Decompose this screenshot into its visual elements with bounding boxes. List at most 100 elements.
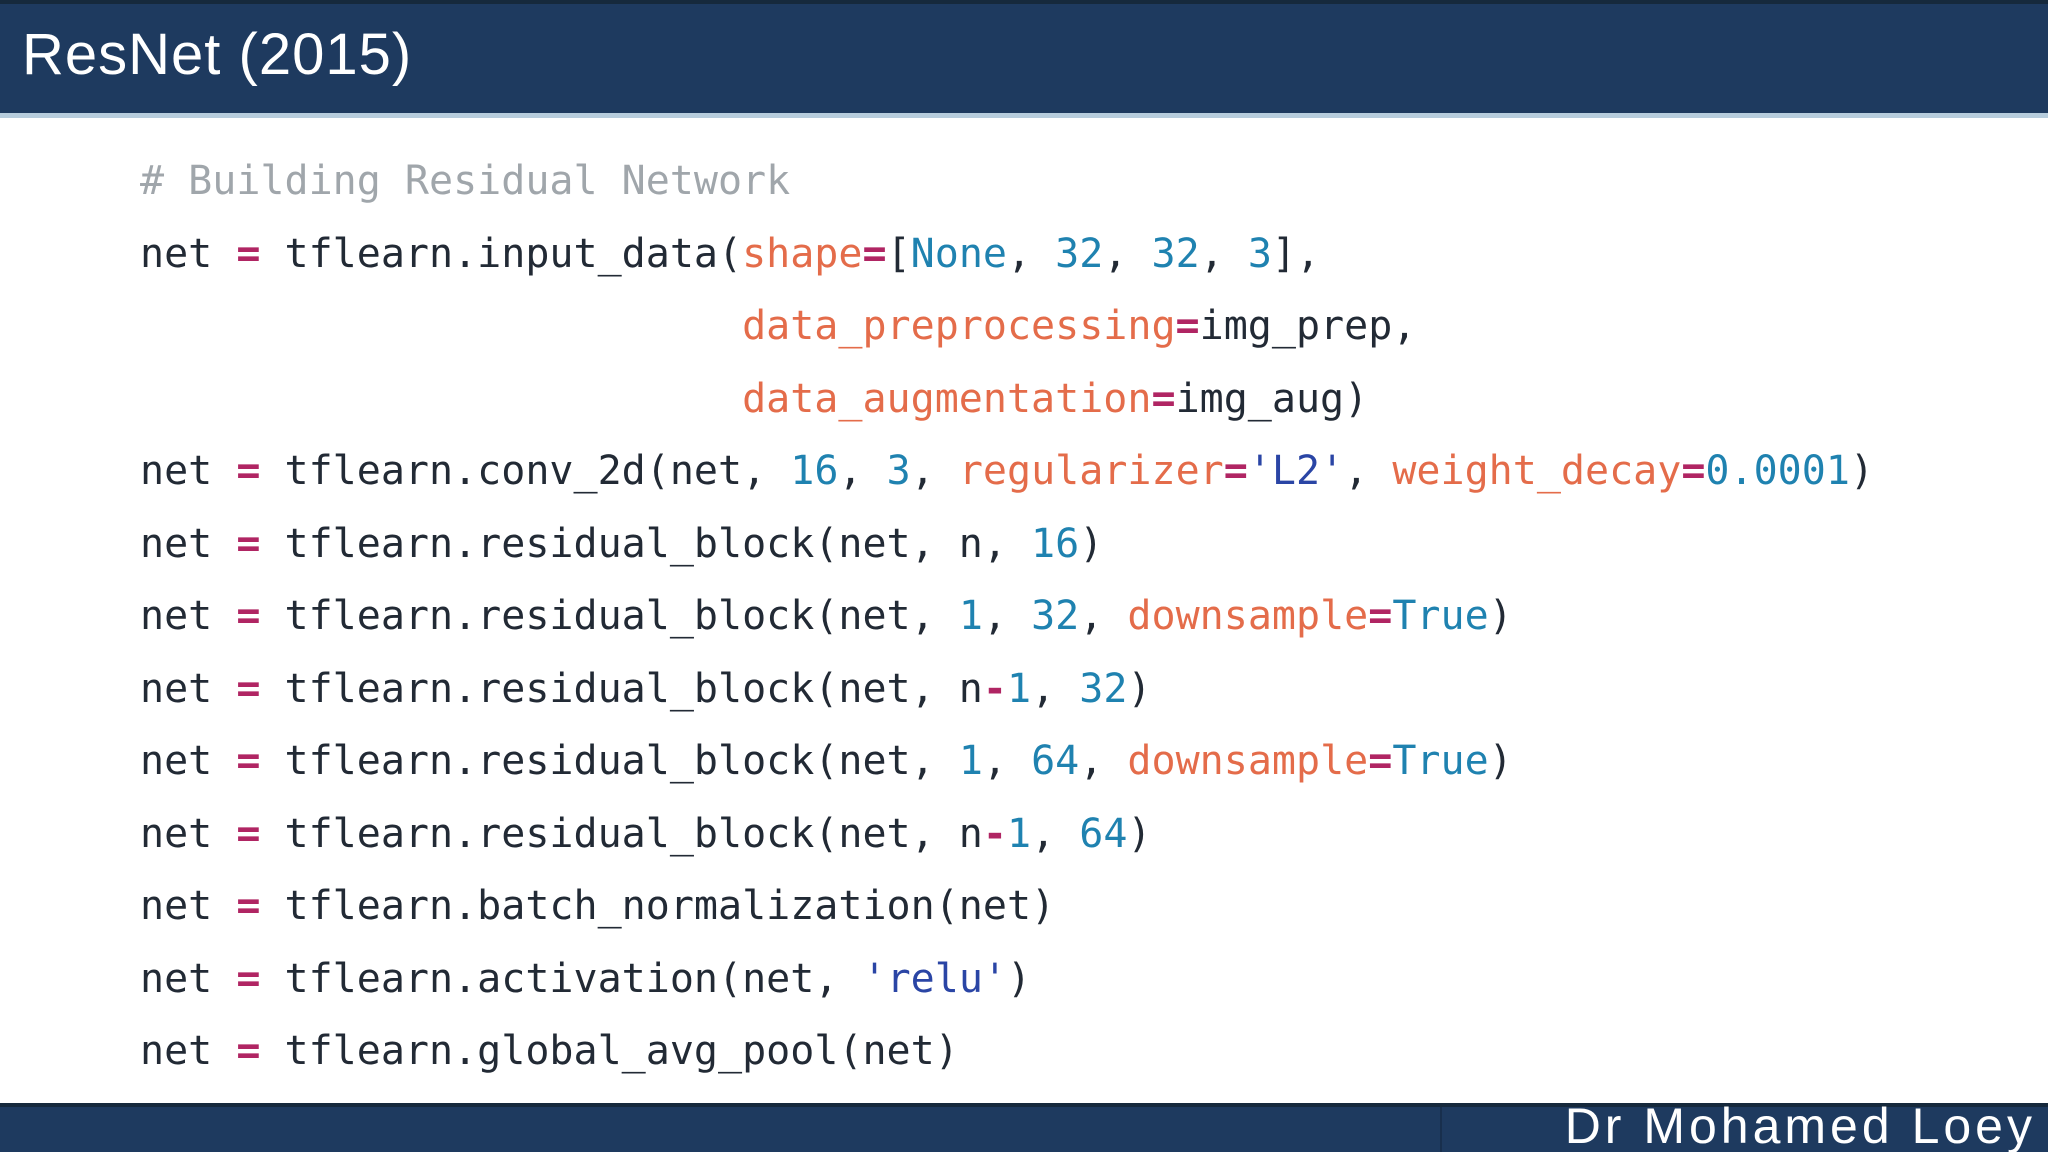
code-token: ,: [1103, 230, 1152, 277]
code-token: ,: [1199, 230, 1248, 277]
code-token: [: [886, 230, 911, 277]
code-line: net = tflearn.activation(net, 'relu'): [140, 943, 2028, 1016]
code-token: tflearn.residual_block(net,: [260, 593, 959, 639]
code-block: # Building Residual Network net = tflearn…: [140, 145, 2028, 1088]
code-token: downsample: [1127, 593, 1369, 639]
code-line: net = tflearn.residual_block(net, 1, 32,…: [140, 580, 2028, 653]
code-token: =: [236, 810, 261, 857]
code-token: =: [236, 520, 261, 567]
code-token: 32: [1079, 665, 1128, 712]
code-token: =: [236, 883, 261, 929]
code-token: 1: [958, 738, 983, 784]
code-token: net: [140, 1028, 237, 1074]
footer-seam: [1439, 1107, 1442, 1152]
code-token: -: [982, 665, 1007, 712]
code-token: regularizer: [958, 448, 1224, 494]
code-token: [140, 376, 742, 422]
code-token: tflearn.global_avg_pool(net): [260, 1028, 959, 1074]
code-line: net = tflearn.input_data(shape=[None, 32…: [140, 218, 2028, 291]
code-token: ,: [982, 593, 1032, 639]
code-token: net: [140, 955, 237, 1002]
code-token: net: [140, 520, 237, 567]
code-token: net: [140, 230, 237, 277]
code-line: data_preprocessing=img_prep,: [140, 290, 2028, 363]
code-token: 16: [790, 448, 839, 494]
code-token: tflearn.batch_normalization(net): [260, 883, 1056, 929]
code-token: weight_decay: [1392, 448, 1682, 494]
code-token: ): [1488, 738, 1513, 784]
code-token: =: [1368, 593, 1393, 639]
page-title: ResNet (2015): [22, 21, 413, 87]
code-token: net: [140, 665, 237, 712]
code-token: ): [1849, 448, 1875, 494]
code-line: net = tflearn.residual_block(net, n-1, 6…: [140, 798, 2028, 871]
code-token: =: [236, 230, 261, 277]
code-token: 1: [1006, 665, 1032, 712]
code-token: =: [236, 448, 261, 494]
code-token: # Building Residual Network: [140, 158, 791, 204]
code-token: ): [1488, 593, 1513, 639]
code-token: ,: [1344, 448, 1393, 494]
code-token: ): [1127, 810, 1152, 857]
code-token: 32: [1055, 230, 1104, 277]
code-token: img_prep,: [1199, 303, 1417, 349]
code-line: # Building Residual Network: [140, 145, 2028, 218]
code-token: ],: [1271, 230, 1321, 277]
code-token: ,: [1079, 593, 1128, 639]
code-token: 64: [1079, 810, 1128, 857]
title-bar: ResNet (2015): [0, 0, 2048, 113]
code-token: ,: [910, 448, 959, 494]
code-token: net: [140, 593, 237, 639]
author-credit: Dr Mohamed Loey: [1564, 1098, 2036, 1152]
code-token: ,: [1031, 810, 1080, 857]
code-token: =: [862, 230, 887, 277]
code-line: net = tflearn.residual_block(net, n, 16): [140, 508, 2028, 581]
code-token: True: [1392, 593, 1489, 639]
code-token: [140, 303, 742, 349]
code-token: 'L2': [1247, 448, 1345, 494]
title-separator: [0, 113, 2048, 118]
code-token: net: [140, 883, 237, 929]
footer-bar: Dr Mohamed Loey: [0, 1098, 2048, 1152]
code-token: 3: [1247, 230, 1272, 277]
code-token: =: [236, 593, 261, 639]
code-token: =: [236, 955, 261, 1002]
code-token: =: [1681, 448, 1706, 494]
code-line: net = tflearn.conv_2d(net, 16, 3, regula…: [140, 435, 2028, 508]
code-token: img_aug): [1175, 375, 1369, 422]
code-token: shape: [742, 230, 863, 277]
code-token: ,: [1007, 230, 1056, 277]
code-line: net = tflearn.global_avg_pool(net): [140, 1015, 2028, 1088]
code-line: data_augmentation=img_aug): [140, 363, 2028, 436]
code-token: 32: [1151, 230, 1200, 277]
code-token: 1: [958, 593, 983, 639]
code-token: tflearn.residual_block(net, n: [260, 810, 983, 857]
code-line: net = tflearn.residual_block(net, 1, 64,…: [140, 725, 2028, 798]
code-token: ,: [982, 738, 1032, 784]
code-token: tflearn.conv_2d(net,: [260, 448, 791, 494]
code-token: =: [1175, 303, 1200, 349]
code-token: 'relu': [862, 955, 1007, 1002]
code-token: tflearn.activation(net,: [260, 955, 863, 1002]
code-token: 3: [886, 448, 911, 494]
code-token: ,: [838, 448, 887, 494]
code-token: 0.0001: [1705, 448, 1850, 494]
code-token: net: [140, 738, 237, 784]
code-token: =: [236, 1028, 261, 1074]
code-line: net = tflearn.batch_normalization(net): [140, 870, 2028, 943]
code-token: data_augmentation: [742, 375, 1152, 422]
code-token: tflearn.residual_block(net, n: [260, 665, 983, 712]
code-token: tflearn.residual_block(net,: [260, 738, 959, 784]
code-token: 1: [1006, 810, 1032, 857]
code-token: ): [1079, 520, 1104, 567]
code-token: =: [236, 738, 261, 784]
code-token: None: [910, 230, 1007, 277]
code-token: ,: [1079, 738, 1128, 784]
code-token: ,: [1031, 665, 1080, 712]
code-token: 32: [1031, 593, 1080, 639]
code-token: ): [1127, 665, 1152, 712]
code-token: tflearn.input_data(: [260, 230, 743, 277]
code-token: =: [1151, 375, 1176, 422]
code-token: =: [1368, 738, 1393, 784]
